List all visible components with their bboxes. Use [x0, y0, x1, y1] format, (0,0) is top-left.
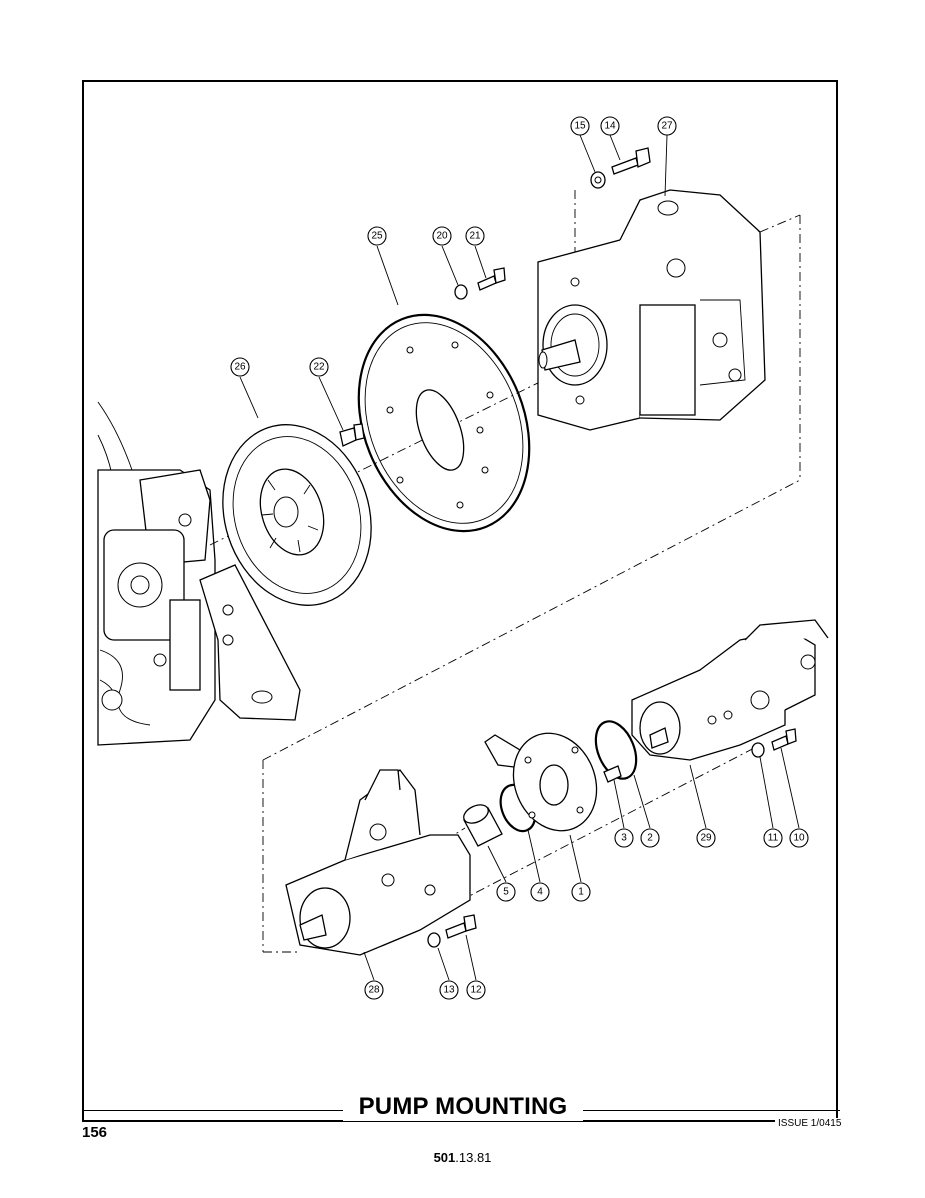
svg-text:25: 25: [371, 231, 383, 242]
engine-assembly: [97, 401, 301, 746]
bolt-22: [339, 423, 365, 447]
svg-text:27: 27: [661, 121, 673, 132]
bolt-12: [445, 914, 477, 939]
callout-10: 10: [789, 828, 809, 848]
document-code: 501.13.81: [0, 1150, 925, 1165]
svg-text:26: 26: [234, 362, 246, 373]
callout-1: 1: [571, 882, 591, 902]
svg-text:11: 11: [768, 833, 779, 844]
svg-text:1: 1: [578, 887, 584, 898]
callout-2: 2: [640, 828, 660, 848]
callout-5: 5: [496, 882, 516, 902]
svg-text:20: 20: [436, 231, 448, 242]
callout-3: 3: [614, 828, 634, 848]
bolt-21: [477, 267, 506, 291]
svg-text:28: 28: [368, 985, 380, 996]
svg-text:13: 13: [443, 985, 455, 996]
callout-21: 21: [465, 226, 485, 246]
svg-text:29: 29: [700, 833, 712, 844]
bolt-14: [611, 147, 651, 175]
callout-4: 4: [530, 882, 550, 902]
callout-27: 27: [657, 116, 677, 136]
leader-lines: [239, 134, 800, 981]
callout-13: 13: [439, 980, 459, 1000]
svg-text:22: 22: [313, 362, 325, 373]
callout-14: 14: [600, 116, 620, 136]
main-pump: [537, 189, 766, 431]
washer-13: [427, 932, 441, 948]
callout-11: 11: [763, 828, 783, 848]
lower-pump: [285, 769, 471, 956]
callout-20: 20: [432, 226, 452, 246]
doc-code-rest: .13.81: [455, 1150, 492, 1165]
page-number: 156: [82, 1124, 108, 1141]
callout-29: 29: [696, 828, 716, 848]
coupling-sleeve: [463, 804, 503, 847]
svg-text:12: 12: [470, 985, 482, 996]
svg-text:4: 4: [537, 887, 543, 898]
svg-text:14: 14: [604, 121, 616, 132]
coupling-plate: [222, 424, 372, 606]
doc-code-bold: 501: [433, 1150, 456, 1165]
washer-11: [751, 742, 765, 758]
o-ring-2: [594, 720, 638, 780]
bolt-3: [603, 765, 622, 783]
drawing-frame: [82, 80, 838, 1122]
callout-28: 28: [364, 980, 384, 1000]
svg-text:2: 2: [647, 833, 653, 844]
callout-25: 25: [367, 226, 387, 246]
svg-text:3: 3: [621, 833, 627, 844]
callout-22: 22: [309, 357, 329, 377]
tandem-pump: [631, 619, 829, 761]
page-title: PUMP MOUNTING: [343, 1093, 583, 1121]
svg-text:10: 10: [793, 833, 805, 844]
washer-20: [454, 284, 468, 300]
svg-text:5: 5: [503, 887, 509, 898]
callout-15: 15: [570, 116, 590, 136]
svg-text:21: 21: [469, 231, 481, 242]
callout-12: 12: [466, 980, 486, 1000]
svg-text:15: 15: [574, 121, 586, 132]
callout-26: 26: [230, 357, 250, 377]
flex-plate: [357, 313, 531, 533]
bolt-10: [771, 728, 797, 751]
issue-label: ISSUE 1/0415: [775, 1118, 842, 1129]
adapter-plate: [484, 732, 598, 832]
